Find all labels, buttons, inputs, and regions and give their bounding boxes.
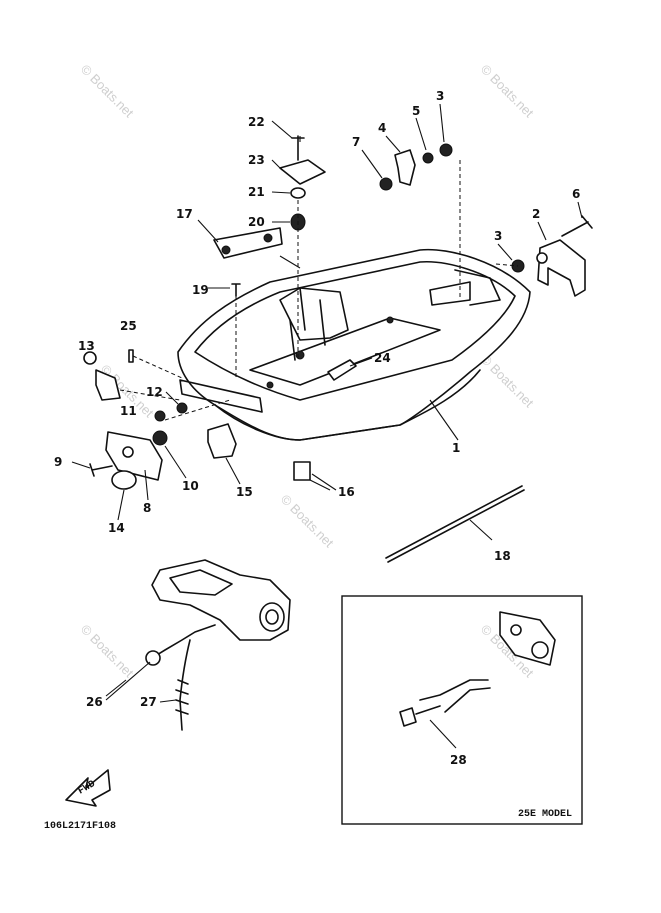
callout-6: 6 bbox=[572, 187, 580, 201]
bottom-cowling bbox=[177, 248, 531, 441]
callout-17: 17 bbox=[176, 207, 193, 221]
rod-part bbox=[385, 485, 525, 563]
grip-assembly bbox=[145, 559, 291, 731]
figure-code: 106L2171F108 bbox=[44, 821, 116, 832]
callout-leaders bbox=[71, 103, 583, 703]
screw-part bbox=[176, 402, 188, 414]
nut-part bbox=[439, 143, 453, 157]
plug-part bbox=[111, 470, 137, 490]
watermark: © Boats.net bbox=[78, 62, 137, 121]
fwd-arrow: FWD bbox=[65, 769, 111, 807]
grommet-part bbox=[207, 423, 237, 459]
callout-4: 4 bbox=[378, 121, 386, 135]
callout-3: 3 bbox=[436, 89, 444, 103]
bracket-part bbox=[536, 239, 586, 297]
plate-part bbox=[279, 159, 326, 185]
cover-plate-part bbox=[105, 431, 163, 481]
watermark: © Boats.net bbox=[278, 492, 337, 551]
small-bracket-part bbox=[394, 149, 416, 186]
callout-11: 11 bbox=[120, 404, 137, 418]
leader-lines bbox=[119, 136, 519, 541]
collar-part bbox=[290, 187, 306, 199]
callout-2: 2 bbox=[532, 207, 540, 221]
ring-part bbox=[83, 351, 97, 365]
washer-part bbox=[422, 152, 434, 164]
callout-16: 16 bbox=[338, 485, 355, 499]
callout-14: 14 bbox=[108, 521, 125, 535]
callout-20: 20 bbox=[248, 215, 265, 229]
callout-21: 21 bbox=[248, 185, 265, 199]
hole-part bbox=[122, 446, 134, 458]
watermark: © Boats.net bbox=[78, 622, 137, 681]
callout-15: 15 bbox=[236, 485, 253, 499]
callout-10: 10 bbox=[182, 479, 199, 493]
screw-part bbox=[231, 283, 241, 297]
callout-9: 9 bbox=[54, 455, 62, 469]
callout-12: 12 bbox=[146, 385, 163, 399]
bolt-part bbox=[561, 215, 593, 237]
screw-part bbox=[263, 233, 273, 243]
drain-plug-part bbox=[293, 461, 311, 481]
screw-part bbox=[221, 245, 231, 255]
nut-part bbox=[379, 177, 393, 191]
callout-27: 27 bbox=[140, 695, 157, 709]
callout-25: 25 bbox=[120, 319, 137, 333]
watermark: © Boats.net bbox=[478, 62, 537, 121]
callout-26: 26 bbox=[86, 695, 103, 709]
watermark: © Boats.net bbox=[478, 352, 537, 411]
inset-label: 25E MODEL bbox=[518, 809, 572, 820]
callout-7: 7 bbox=[352, 135, 360, 149]
pin-part bbox=[128, 349, 134, 363]
callout-13: 13 bbox=[78, 339, 95, 353]
callout-18: 18 bbox=[494, 549, 511, 563]
callout-23: 23 bbox=[248, 153, 265, 167]
callout-3: 3 bbox=[494, 229, 502, 243]
lever-bracket-part bbox=[95, 369, 121, 401]
grommet-part bbox=[154, 410, 166, 422]
callout-8: 8 bbox=[143, 501, 151, 515]
bolt-part bbox=[291, 135, 305, 161]
inset-25e-model: 25E MODEL bbox=[341, 595, 583, 825]
callout-28: 28 bbox=[450, 753, 467, 767]
callout-22: 22 bbox=[248, 115, 265, 129]
grommet-part bbox=[152, 430, 168, 446]
callout-numbers: 1 2 3 3 4 5 6 7 8 9 10 11 12 13 14 15 16… bbox=[54, 89, 580, 767]
callout-19: 19 bbox=[192, 283, 209, 297]
callout-5: 5 bbox=[412, 104, 420, 118]
screw-part bbox=[89, 463, 113, 477]
callout-24: 24 bbox=[374, 351, 391, 365]
fitting-part bbox=[327, 359, 357, 381]
callout-1: 1 bbox=[452, 441, 460, 455]
